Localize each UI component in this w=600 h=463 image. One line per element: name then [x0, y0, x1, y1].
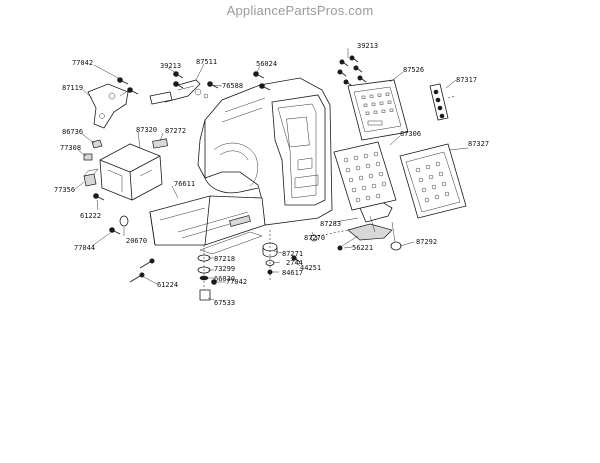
pad-86736: [91, 139, 103, 149]
label-87283: 87283: [320, 220, 341, 228]
part-labels: 77042 87119 39213 87511 56024 76588 3921…: [54, 42, 489, 307]
stack-parts: [197, 245, 217, 301]
watermark: AppliancePartsPros.com: [226, 3, 374, 18]
label-87292: 87292: [416, 238, 437, 246]
knob-stack: [262, 230, 301, 280]
label-77356: 77356: [54, 186, 75, 194]
block-77356: [83, 173, 97, 187]
label-77042-top: 77042: [72, 59, 93, 67]
label-87327: 87327: [468, 140, 489, 148]
label-56221: 56221: [352, 244, 373, 252]
label-56024: 56024: [256, 60, 277, 68]
label-73299: 73299: [214, 265, 235, 273]
label-87272: 87272: [165, 127, 186, 135]
label-84617: 84617: [282, 269, 303, 277]
label-61222: 61222: [80, 212, 101, 220]
label-44251: 44251: [300, 264, 321, 272]
screws: [93, 55, 367, 283]
panel-87526: [347, 79, 409, 141]
clip-87272: [152, 138, 168, 149]
pad-77308: [83, 153, 93, 161]
front-panel-87327: [399, 143, 467, 219]
label-87317: 87317: [456, 76, 477, 84]
label-77308: 77308: [60, 144, 81, 152]
label-87119: 87119: [62, 84, 83, 92]
label-39213-right: 39213: [357, 42, 378, 50]
upper-bracket: [87, 83, 129, 129]
rod-bracket: [149, 79, 209, 105]
label-77044: 77044: [74, 244, 95, 252]
washer-20670: [119, 215, 129, 227]
front-housing: [197, 77, 333, 226]
label-87218: 87218: [214, 255, 235, 263]
label-87526: 87526: [403, 66, 424, 74]
label-87270: 87270: [304, 234, 325, 242]
leader-lines: [73, 48, 469, 301]
circuit-board-87306: [333, 141, 397, 211]
label-87306: 87306: [400, 130, 421, 138]
label-66030: 66030: [214, 275, 235, 283]
label-76611: 76611: [174, 180, 195, 188]
label-77042-bottom: 77042: [226, 278, 247, 286]
label-61224: 61224: [157, 281, 178, 289]
label-67533: 67533: [214, 299, 235, 307]
label-2744: 2744: [286, 259, 303, 267]
strip-87317: [429, 83, 457, 121]
label-39213-left: 39213: [160, 62, 181, 70]
bed-base: [149, 195, 266, 255]
label-20670: 20670: [126, 237, 147, 245]
label-87320: 87320: [136, 126, 157, 134]
side-cover: [99, 143, 163, 201]
label-87271: 87271: [282, 250, 303, 258]
label-86736: 86736: [62, 128, 83, 136]
label-76588: 76588: [222, 82, 243, 90]
label-87511: 87511: [196, 58, 217, 66]
